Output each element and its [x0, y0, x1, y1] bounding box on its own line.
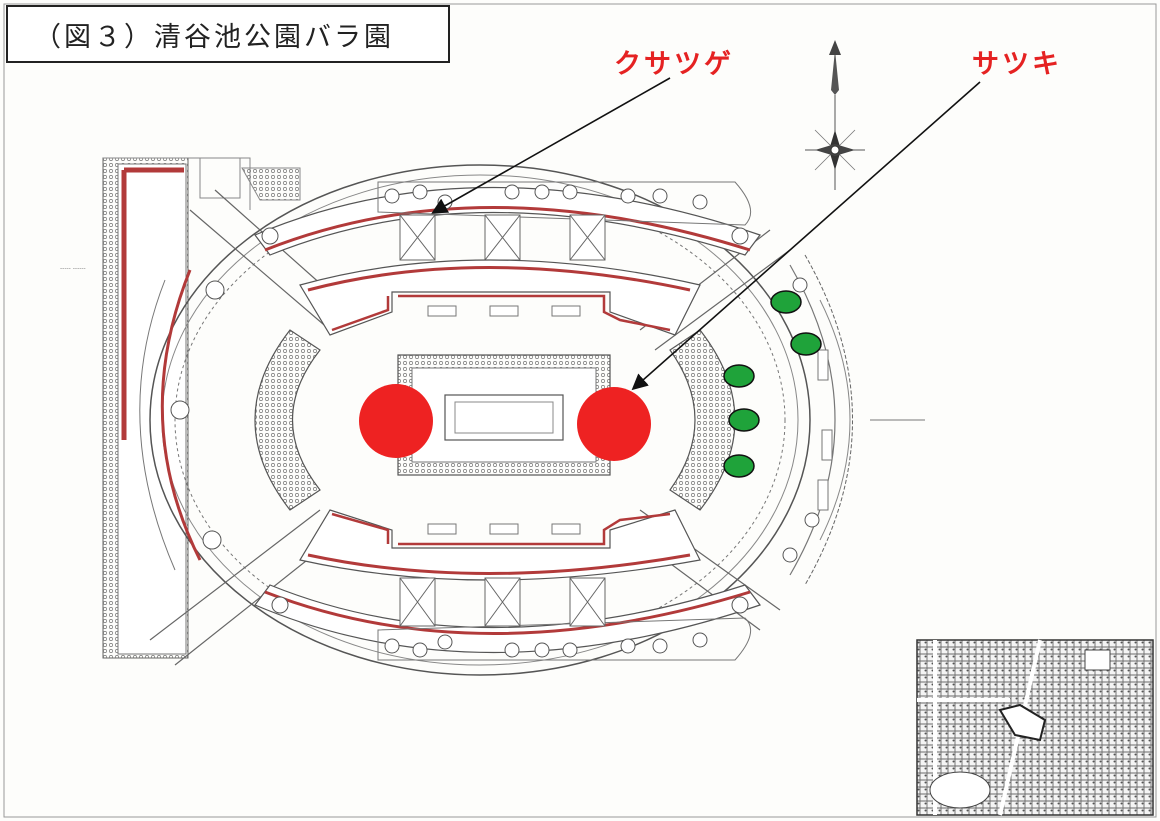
- top-outer-bed: [254, 181, 761, 261]
- satsuki-label: サツキ: [972, 49, 1062, 80]
- kusatsuge-label: クサツゲ: [614, 49, 734, 80]
- right-curved-bed: [669, 254, 925, 586]
- inset-location-map: [916, 639, 1154, 816]
- svg-text:----- ------: ----- ------: [60, 265, 86, 272]
- green-marker: [723, 454, 755, 478]
- green-marker: [728, 408, 760, 432]
- leader-arrows: [431, 77, 981, 391]
- figure-title: （図３）清谷池公園バラ園: [6, 5, 450, 63]
- red-marker: [359, 384, 433, 458]
- compass-rose-icon: [805, 40, 865, 190]
- left-strip: ----- ------: [60, 157, 301, 659]
- left-curved-bed: [139, 269, 321, 571]
- green-markers: [723, 290, 822, 478]
- green-marker: [723, 364, 755, 388]
- red-markers: [359, 384, 651, 461]
- sheet-border: [3, 3, 1157, 818]
- kusatsuge-arrow: [431, 77, 671, 214]
- central-plaza: [397, 354, 611, 476]
- green-marker: [790, 332, 822, 356]
- satsuki-arrow: [631, 81, 981, 391]
- red-marker: [577, 387, 651, 461]
- bottom-outer-bed: [254, 577, 761, 661]
- bottom-inner-bed: [299, 509, 701, 581]
- top-inner-bed: [299, 259, 701, 336]
- green-marker: [770, 290, 802, 314]
